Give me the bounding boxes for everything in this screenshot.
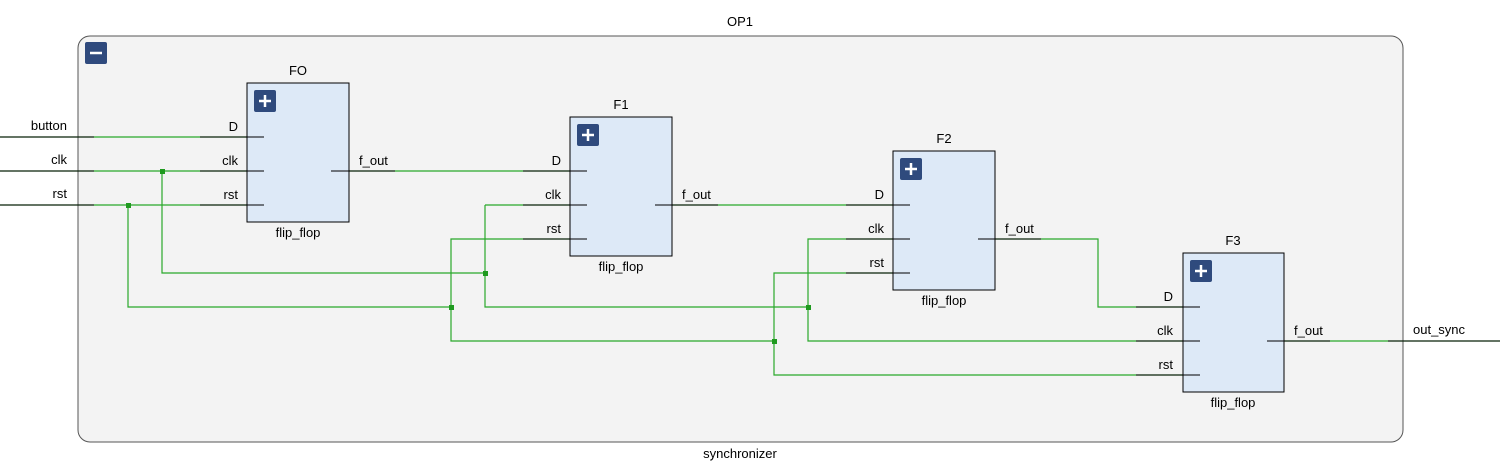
pin-rst-label: rst: [1159, 357, 1174, 372]
pin-clk-label: clk: [868, 221, 884, 236]
block-name: F1: [613, 97, 628, 112]
block-name: FO: [289, 63, 307, 78]
junction-dot: [772, 339, 777, 344]
pin-clk-label: clk: [545, 187, 561, 202]
top-level-ports: button clk rst out_sync: [0, 118, 1500, 342]
junction-dot: [806, 305, 811, 310]
wire-rst-bus2[interactable]: [450, 238, 774, 342]
pin-f-out-label: f_out: [682, 187, 711, 202]
outer-title: OP1: [727, 14, 753, 29]
pin-f-out-label: f_out: [359, 153, 388, 168]
pin-f-out-label: f_out: [1005, 221, 1034, 236]
port-out-sync-label[interactable]: out_sync: [1413, 322, 1466, 337]
port-button-label[interactable]: button: [31, 118, 67, 133]
pin-f-out-label: f_out: [1294, 323, 1323, 338]
wire-clk-bus1[interactable]: [161, 171, 485, 274]
block-type: flip_flop: [599, 259, 644, 274]
block-body[interactable]: [246, 82, 350, 223]
wire-rst-bus1[interactable]: [127, 205, 451, 308]
junction-dot: [160, 169, 165, 174]
outer-caption: synchronizer: [703, 446, 777, 461]
block-f2[interactable]: F2 D clk rst f_out flip_flop: [846, 131, 1041, 308]
pin-d-label: D: [552, 153, 561, 168]
block-fo[interactable]: FO D clk rst f_out flip_flop: [200, 63, 395, 240]
junction-dot: [449, 305, 454, 310]
block-type: flip_flop: [922, 293, 967, 308]
pin-rst-label: rst: [224, 187, 239, 202]
collapse-button[interactable]: [85, 42, 107, 64]
pin-clk-label: clk: [1157, 323, 1173, 338]
block-f3[interactable]: F3 D clk rst f_out flip_flop: [1136, 233, 1330, 410]
block-name: F2: [936, 131, 951, 146]
pin-d-label: D: [875, 187, 884, 202]
block-type: flip_flop: [1211, 395, 1256, 410]
pin-d-label: D: [229, 119, 238, 134]
block-f1[interactable]: F1 D clk rst f_out flip_flop: [523, 97, 718, 274]
pin-clk-label: clk: [222, 153, 238, 168]
port-rst-label[interactable]: rst: [53, 186, 68, 201]
block-name: F3: [1225, 233, 1240, 248]
port-clk-label[interactable]: clk: [51, 152, 67, 167]
pin-rst-label: rst: [870, 255, 885, 270]
block-type: flip_flop: [276, 225, 321, 240]
junction-dot: [126, 203, 131, 208]
junction-dot: [483, 271, 488, 276]
pin-rst-label: rst: [547, 221, 562, 236]
wire-rst-f2-f3[interactable]: [773, 272, 1183, 376]
pin-d-label: D: [1164, 289, 1173, 304]
